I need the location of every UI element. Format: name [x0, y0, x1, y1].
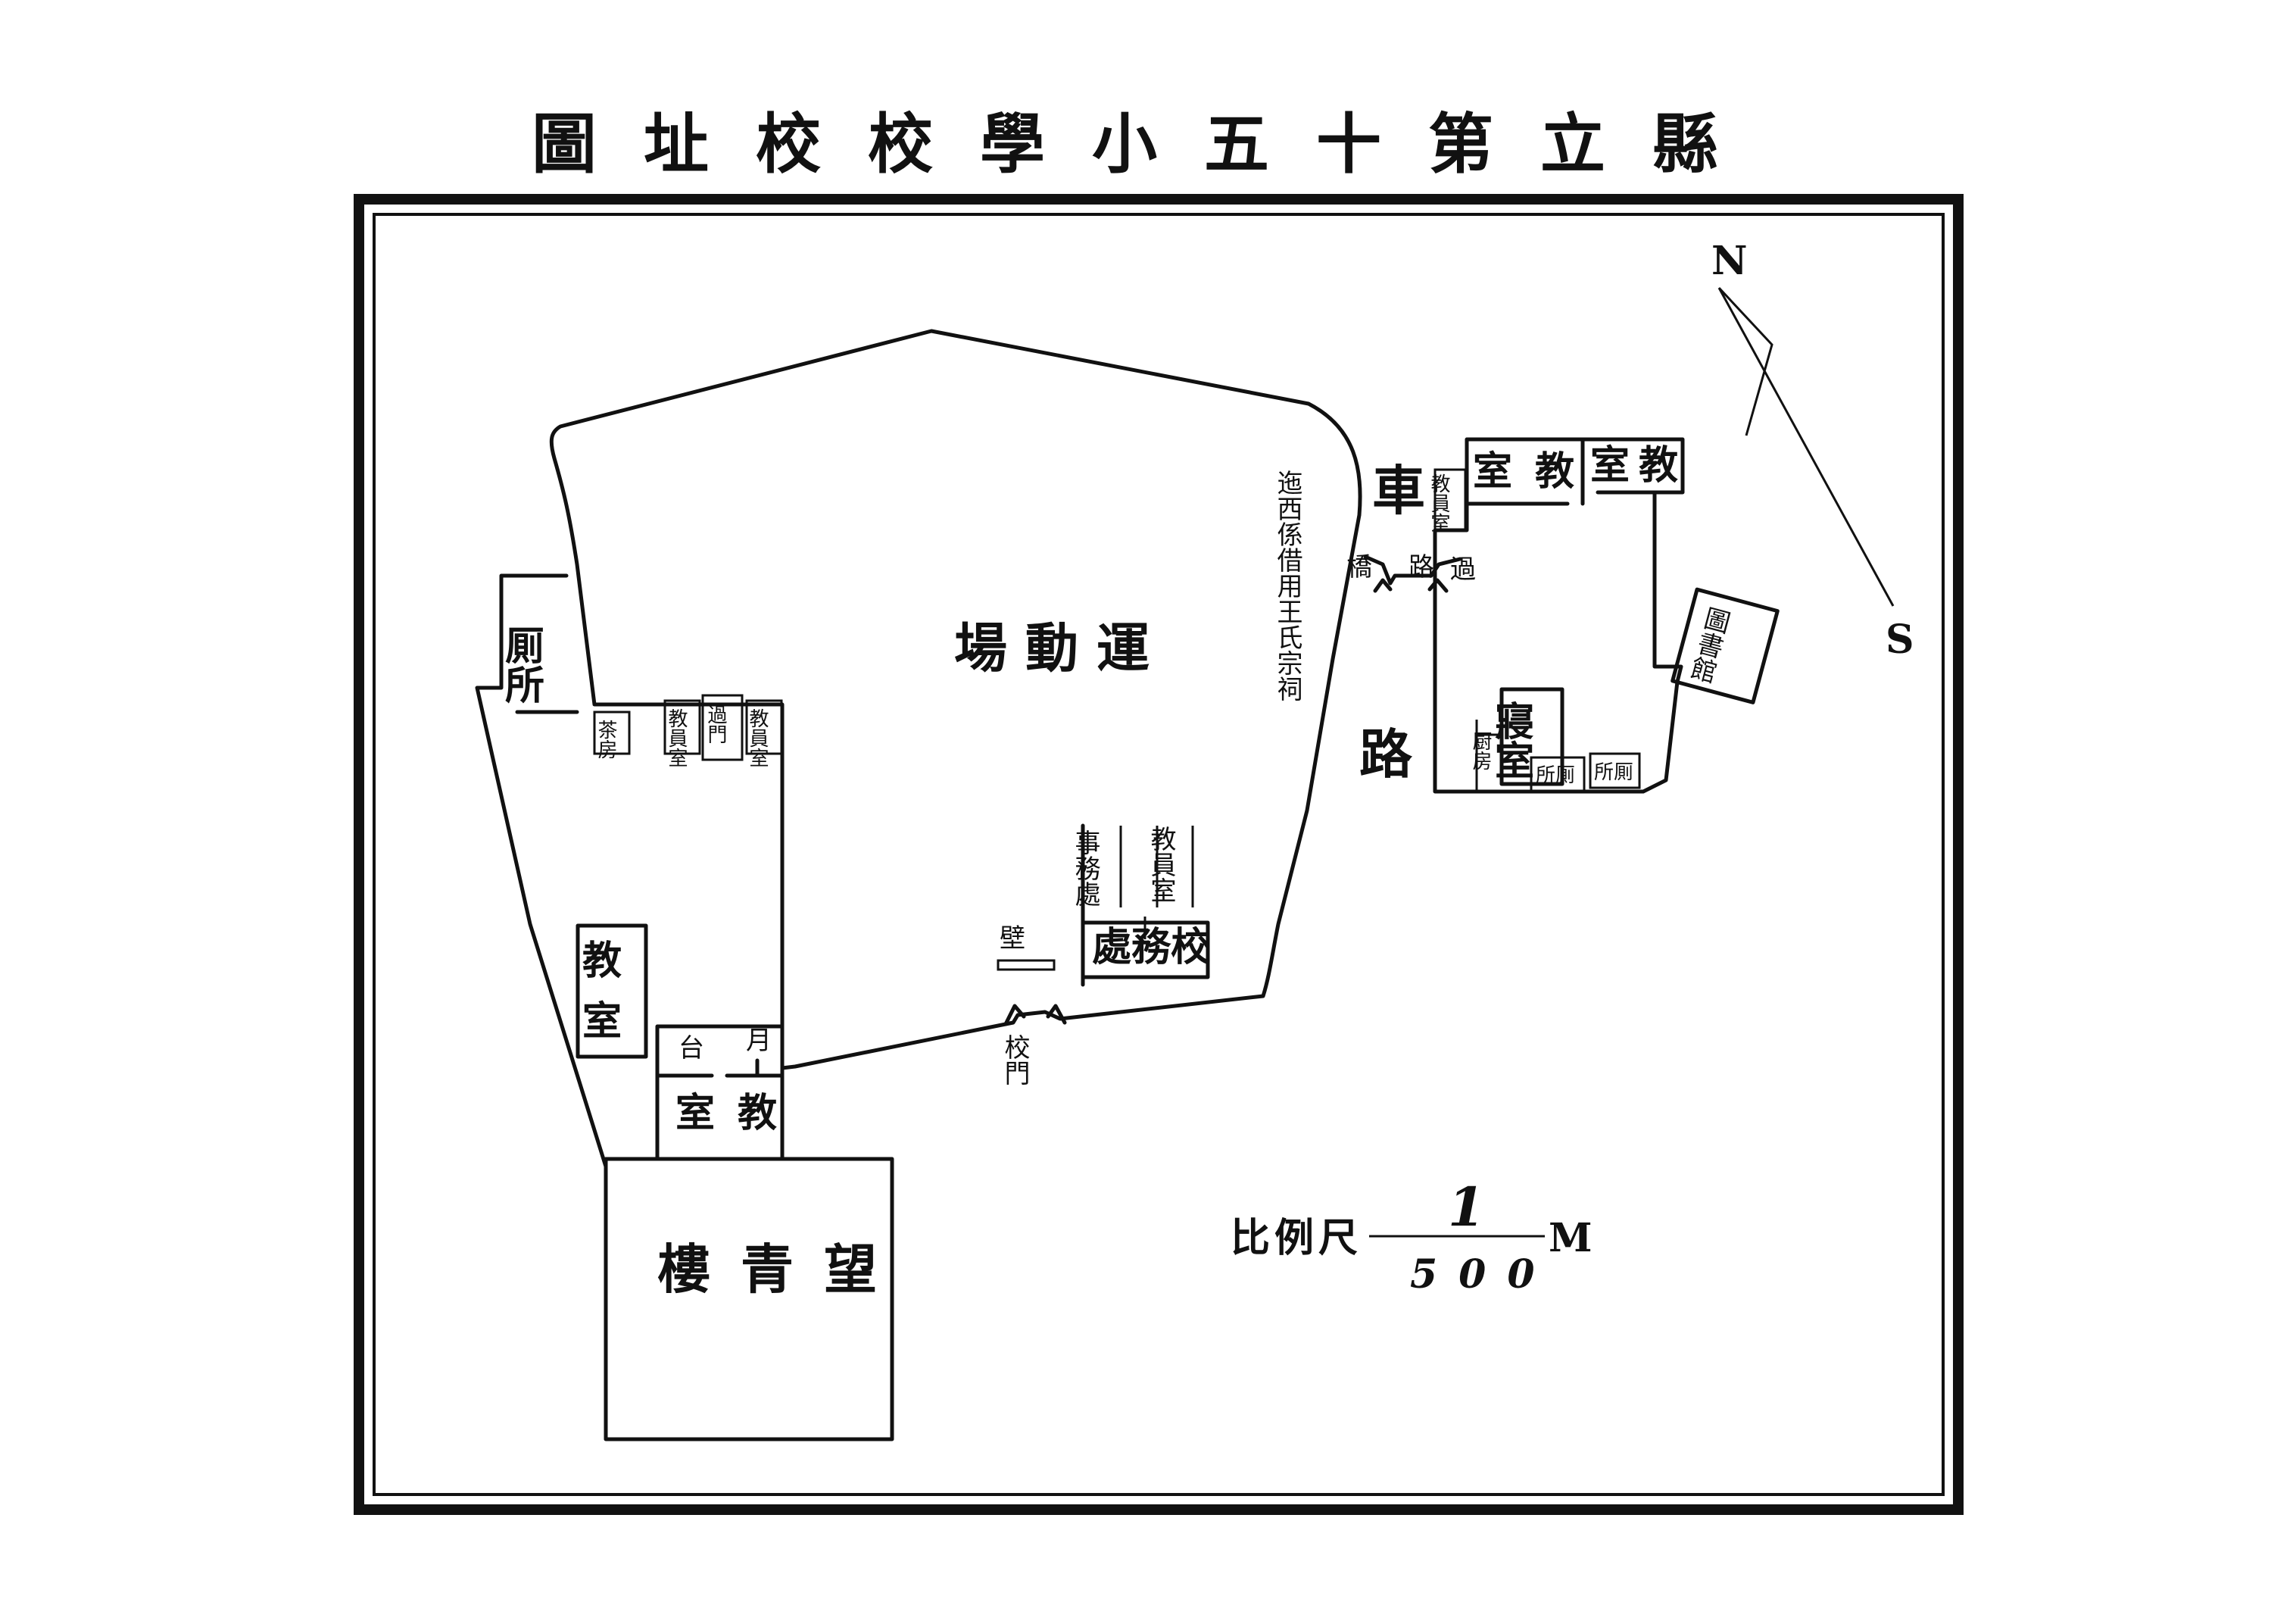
scale-label: 比例尺 — [1231, 1215, 1362, 1261]
bridge-label: 橋 — [1346, 552, 1372, 582]
kitchen-label: 厨房 — [1469, 731, 1492, 770]
classroom-right1-label: 室教 — [1473, 448, 1597, 495]
staff-room-right-box — [1433, 468, 1467, 532]
scale-denominator: 500 — [1410, 1251, 1556, 1298]
classroom-right2-label: 室教 — [1590, 442, 1687, 489]
office-label: 事務處 — [1070, 829, 1100, 907]
classroom-low-a-label: 室 — [675, 1090, 715, 1136]
library-box — [1671, 587, 1780, 704]
pass-road-lu-label: 路 — [1408, 552, 1434, 582]
staff-room-left2-label: 教員室 — [746, 708, 769, 767]
pass-road-guo-label: 過 — [1450, 554, 1476, 585]
moon-terrace-a-label: 台 — [679, 1033, 704, 1063]
grounds-boundary — [549, 329, 1362, 1070]
road-edge-lower — [1373, 578, 1449, 593]
inner-frame — [373, 213, 1945, 1496]
compass: N S — [1711, 238, 1914, 663]
outer-frame — [354, 194, 1964, 1515]
screen-wall-label: 壁 — [1000, 923, 1025, 954]
scale-unit: M — [1549, 1215, 1593, 1261]
office-block — [1081, 823, 1210, 987]
lower-left-block — [655, 1024, 785, 1161]
map-title: 圖址校校學小五十第立縣 — [532, 106, 1764, 183]
compass-north: N — [1711, 238, 1748, 284]
right-compound — [1433, 437, 1685, 794]
road-che-label: 車 — [1372, 459, 1425, 522]
classroom-left-box — [576, 923, 648, 1059]
moon-terrace-b-label: 月 — [746, 1026, 772, 1056]
left-room-row — [593, 694, 783, 761]
school-affairs-label: 處務校 — [1092, 924, 1210, 970]
sports-field-label: 場動運 — [954, 617, 1168, 679]
school-gate-label: 校門 — [1000, 1034, 1030, 1085]
staff-room-right-label: 教員室 — [1427, 473, 1450, 533]
scale-bar: 比例尺 1 500 M — [1231, 1176, 1593, 1298]
toilet-block-left — [475, 573, 608, 1169]
borrowed-note-label: 迤西係借用王氏宗祠 — [1272, 470, 1302, 701]
wangqing-tower-label: 樓青望 — [657, 1238, 907, 1301]
scale-numerator: 1 — [1448, 1176, 1485, 1238]
staff-room-center-label: 教員室 — [1146, 826, 1176, 903]
passage-gate-label: 過門 — [704, 704, 727, 744]
dormitory-label: 寢室 — [1488, 701, 1534, 779]
toilet-left-label: 厠所 — [498, 625, 544, 704]
toilet-right2-label: 所厠 — [1594, 761, 1633, 784]
road-edge — [1363, 554, 1462, 586]
staff-room-left-label: 教員室 — [665, 708, 688, 767]
tea-room-label: 茶房 — [594, 720, 617, 759]
classroom-left-label: 教室 — [576, 939, 622, 1060]
compass-south: S — [1886, 617, 1914, 663]
wangqing-tower-box — [604, 1157, 894, 1441]
gate-notch — [1003, 1004, 1067, 1026]
road-lu-label: 路 — [1359, 723, 1413, 786]
toilet-right1-label: 所厠 — [1536, 764, 1575, 787]
classroom-low-b-label: 教 — [738, 1090, 777, 1136]
screen-wall-bar — [997, 959, 1056, 971]
